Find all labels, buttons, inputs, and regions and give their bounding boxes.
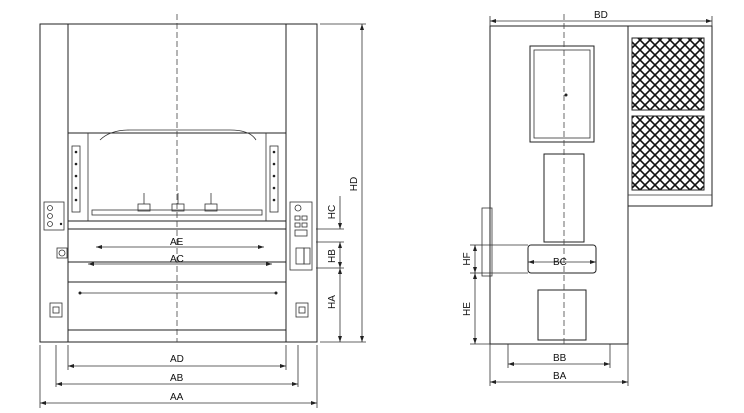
side-lower-box: [537, 289, 587, 341]
dim-hf: HF: [462, 244, 482, 274]
dim-he: HE: [462, 273, 490, 345]
dim-ab: AB: [55, 345, 299, 387]
mesh-filter-upper: [631, 37, 705, 111]
dim-bb: BB: [507, 344, 611, 368]
dim-bd: BD: [489, 10, 713, 26]
left-control-panel: [43, 201, 68, 259]
left-socket: [49, 302, 63, 318]
side-worktop: [527, 244, 597, 274]
dim-ha: HA: [327, 268, 342, 342]
label-hf: HF: [462, 252, 473, 265]
label-bd: BD: [594, 10, 608, 21]
label-aa: AA: [170, 392, 184, 403]
dim-ac: AC: [88, 254, 272, 266]
label-hc: HC: [327, 205, 338, 219]
dim-ae: AE: [96, 237, 264, 249]
label-ae: AE: [170, 237, 184, 248]
dim-hc: HC: [316, 196, 344, 230]
right-socket: [295, 302, 309, 318]
front-cabinet-outline: [39, 23, 318, 343]
top-curve: [99, 129, 257, 141]
door-knob: [564, 93, 568, 97]
label-bb: BB: [553, 353, 567, 364]
valve-fittings: [137, 193, 218, 212]
side-door-panel: [529, 45, 595, 143]
front-view: AE AC AD AB AA H: [39, 14, 366, 408]
label-ac: AC: [170, 254, 184, 265]
label-hb: HB: [327, 249, 338, 263]
dim-ad: AD: [67, 345, 287, 370]
mesh-filter-housing: [627, 25, 713, 207]
dim-aa: AA: [39, 345, 318, 408]
dim-hb: HB: [316, 241, 344, 269]
label-he: HE: [462, 302, 473, 316]
left-socket-inner: [52, 306, 60, 314]
side-door-inner: [533, 49, 591, 139]
right-rail-holes: [269, 145, 279, 213]
side-handle: [481, 207, 493, 277]
left-rail-holes: [71, 145, 81, 213]
label-hd: HD: [349, 177, 360, 191]
label-ha: HA: [327, 295, 338, 309]
right-socket-inner: [298, 306, 306, 314]
dim-bc: BC: [528, 257, 596, 268]
mesh-filter-lower: [631, 115, 705, 191]
label-ad: AD: [170, 354, 184, 365]
side-view: BD BC BB BA HF: [462, 10, 713, 386]
right-control-panel: [289, 201, 313, 271]
dim-ba: BA: [489, 344, 629, 386]
label-ab: AB: [170, 373, 184, 384]
label-bc: BC: [553, 257, 567, 268]
side-body-outline: [489, 25, 629, 345]
label-ba: BA: [553, 371, 567, 382]
dim-hd: HD: [320, 23, 366, 343]
